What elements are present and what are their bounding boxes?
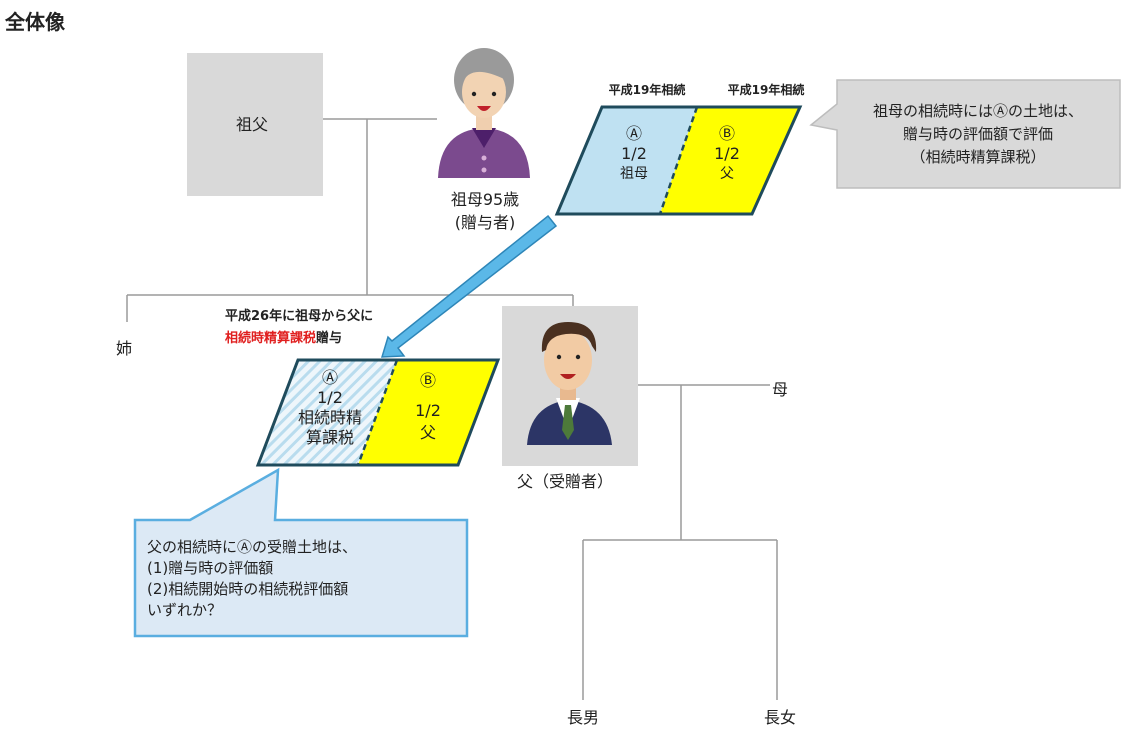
b-mark: Ⓑ xyxy=(419,371,436,390)
gift-note: 平成26年に祖母から父に 相続時精算課税贈与 xyxy=(225,306,373,350)
gray-callout-shape xyxy=(809,79,1121,189)
b-mark: Ⓑ xyxy=(718,124,735,143)
family-tree-lines xyxy=(126,118,778,700)
grandfather-box xyxy=(187,53,323,196)
eldest-daughter-label: 長女 xyxy=(763,708,797,727)
gray-callout-text: 祖母の相続時にはⒶの土地は、 贈与時の評価額で評価 （相続時精算課税） xyxy=(873,100,1083,169)
top-land-label-right: 平成19年相続 xyxy=(727,83,805,97)
grandmother-name: 祖母95歳 xyxy=(450,190,520,209)
top-land-label-left: 平成19年相続 xyxy=(608,83,686,97)
father-label: 父（受贈者） xyxy=(516,472,614,491)
gray-callout-line: （相続時精算課税） xyxy=(910,148,1046,166)
gift-note-rest: 贈与 xyxy=(316,331,343,346)
b-owner: 父 xyxy=(720,166,734,182)
a-share: 1/2 xyxy=(621,144,647,163)
bottom-land-a-area xyxy=(258,360,397,465)
father-avatar xyxy=(527,322,612,445)
blue-callout-line: (2)相続開始時の相続税評価額 xyxy=(147,580,349,598)
a-owner-line1: 相続時精 xyxy=(297,408,363,427)
gift-note-highlight: 相続時精算課税 xyxy=(225,331,317,346)
bottom-land-b-area xyxy=(358,360,498,465)
sister-label: 姉 xyxy=(116,339,133,358)
grandmother-avatar xyxy=(438,48,530,178)
bottom-land-b-text: Ⓑ 1/2 父 xyxy=(415,370,441,444)
blue-callout-text: 父の相続時にⒶの受贈土地は、 (1)贈与時の評価額 (2)相続開始時の相続税評価… xyxy=(147,537,357,621)
mother-label: 母 xyxy=(772,380,789,399)
b-owner: 父 xyxy=(419,423,436,442)
bottom-land-a-text: Ⓐ 1/2 相続時精 算課税 xyxy=(298,368,362,448)
gray-callout-line: 祖母の相続時にはⒶの土地は、 xyxy=(872,102,1084,120)
b-share: 1/2 xyxy=(714,144,740,163)
top-land-a-text: Ⓐ 1/2 祖母 xyxy=(620,124,648,184)
top-land-b-area xyxy=(660,107,800,214)
blue-callout-shape xyxy=(133,467,469,638)
gift-note-line1: 平成26年に祖母から父に xyxy=(225,309,374,324)
page-title: 全体像 xyxy=(5,10,65,34)
grandfather-label: 祖父 xyxy=(235,115,269,134)
eldest-son-label: 長男 xyxy=(566,708,600,727)
gray-callout-line: 贈与時の評価額で評価 xyxy=(902,125,1054,143)
top-land-b-text: Ⓑ 1/2 父 xyxy=(714,124,740,184)
grandmother-role: (贈与者) xyxy=(454,213,516,232)
blue-callout-line: 父の相続時にⒶの受贈土地は、 xyxy=(147,538,358,556)
a-share: 1/2 xyxy=(317,388,343,407)
a-mark: Ⓐ xyxy=(625,124,642,143)
a-owner-line2: 算課税 xyxy=(305,428,355,447)
blue-callout-line: いずれか？ xyxy=(147,601,223,619)
a-owner: 祖母 xyxy=(620,166,648,182)
blue-callout-line: (1)贈与時の評価額 xyxy=(147,559,274,577)
gift-arrow xyxy=(380,214,558,358)
b-share: 1/2 xyxy=(415,401,441,420)
a-mark: Ⓐ xyxy=(321,368,339,387)
